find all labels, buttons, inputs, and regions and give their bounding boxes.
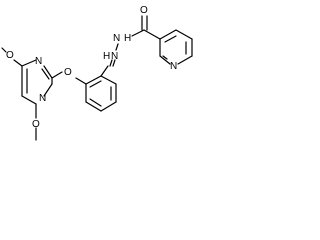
oxygen-label: O [64,67,72,78]
bond [1,47,7,53]
bond [112,59,116,67]
bond [109,59,113,67]
bond [21,59,37,67]
bond [89,98,102,107]
chemical-structure: O H N N H N O N N O O [1,5,193,141]
nitrogen-label: N [113,33,120,44]
bond [115,43,119,51]
atom-label-o-ether: O [64,67,72,78]
bond [143,29,161,40]
ether-linker [51,71,87,85]
bond [13,59,23,67]
nitrogen-label: N [170,61,177,72]
atom-label-o-ome-top: O [6,50,14,61]
hydrogen-label: H [103,51,110,62]
hydrogen-label: H [124,33,131,44]
bond [75,77,87,85]
benzene-ring [85,75,117,112]
bond [164,35,177,43]
bond [85,75,102,85]
bond [85,101,102,112]
bond [159,29,177,40]
bond [100,65,109,77]
atom-label-n-pym1: N [35,56,42,67]
bond [43,65,53,79]
methoxy-groups [1,47,37,141]
hydrazone-linker [100,43,119,77]
nitrogen-label: N [39,93,46,104]
bond [131,29,145,37]
bond [162,55,168,60]
atom-label-o-ome-bottom: O [32,119,40,130]
bond [175,29,193,40]
bond [41,68,50,80]
pyridine-ring [159,29,193,65]
bond [51,71,63,79]
oxygen-label: O [140,5,148,16]
bond [177,55,193,65]
bond [100,75,117,85]
nitrogen-label: N [35,56,42,67]
oxygen-label: O [32,119,40,130]
bond [159,55,171,65]
atom-label-o-ketone: O [140,5,148,16]
atom-label-h1: H [124,33,131,44]
atom-label-n-pym2: N [39,93,46,104]
atom-label-h2: H [103,51,110,62]
atom-label-n2: N [111,51,118,62]
bond [100,101,117,112]
atom-label-n1: N [113,33,120,44]
bond [89,80,102,88]
amide-linker [131,15,161,40]
bond [43,83,53,97]
bond [21,95,37,105]
pyrimidine-ring [21,59,53,105]
atom-label-n-pyridine: N [170,61,177,72]
oxygen-label: O [6,50,14,61]
nitrogen-label: N [111,51,118,62]
